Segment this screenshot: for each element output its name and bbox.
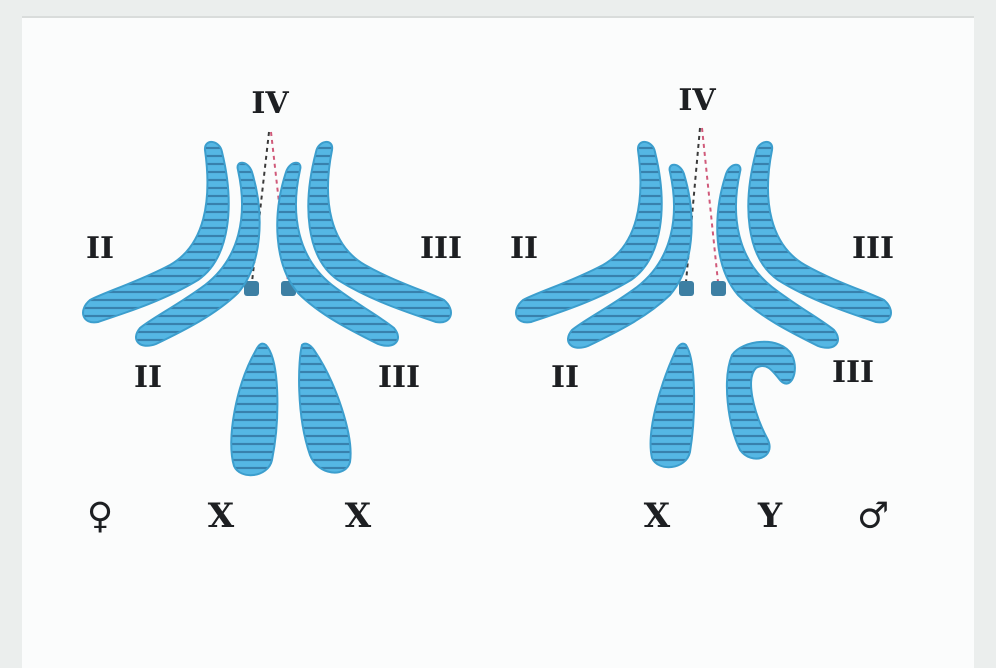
female-x-chromosome-left: [231, 344, 277, 476]
male-label-iii-inner: III: [832, 355, 874, 390]
male-label-y: Y: [757, 496, 783, 536]
female-label-ii-inner: II: [134, 360, 162, 395]
centromere-dot: [244, 281, 259, 296]
female-label-iv: IV: [251, 86, 289, 121]
female-label-x-right: X: [345, 496, 372, 536]
male-label-x: X: [644, 496, 671, 536]
female-symbol-icon: ♀: [87, 495, 113, 537]
male-symbol-icon: ♂: [857, 495, 889, 537]
centromere-dot: [679, 281, 694, 296]
male-label-iv: IV: [678, 83, 716, 118]
female-label-iii-inner: III: [378, 360, 420, 395]
male-y-chromosome: [727, 342, 795, 459]
female-karyotype: IV II II III III X X ♀: [83, 86, 462, 537]
centromere-dot: [711, 281, 726, 296]
male-label-ii-inner: II: [551, 360, 579, 395]
male-label-ii-outer: II: [510, 231, 538, 266]
female-label-x-left: X: [208, 496, 235, 536]
female-label-ii-outer: II: [86, 231, 114, 266]
female-label-iii-outer: III: [420, 231, 462, 266]
female-x-chromosome-right: [299, 344, 351, 473]
male-x-chromosome: [651, 344, 695, 468]
male-label-iii-outer: III: [852, 231, 894, 266]
male-karyotype: IV II II III III X Y ♂: [510, 83, 894, 537]
